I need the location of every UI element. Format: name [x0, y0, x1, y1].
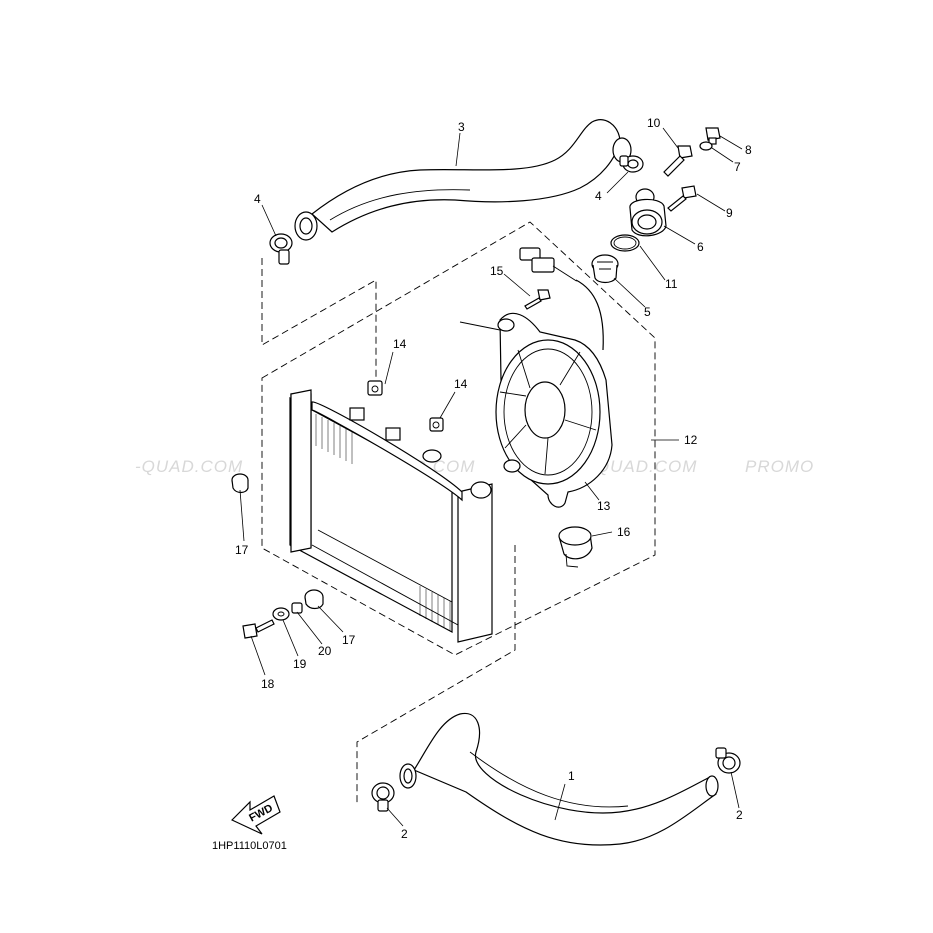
callout-17-left: 17 — [235, 543, 249, 557]
callout-4-left: 4 — [254, 192, 261, 206]
collar-20 — [291, 602, 303, 614]
watermark-text-4: PROMO — [745, 457, 814, 476]
callout-3: 3 — [458, 120, 465, 134]
callout-numbers: 3 4 4 10 8 7 9 6 11 5 15 14 14 12 13 16 … — [235, 116, 752, 841]
lower-radiator-hose — [399, 712, 719, 846]
grommet-17-right — [304, 589, 324, 610]
fwd-arrow: FWD — [230, 795, 281, 835]
callout-4-right: 4 — [595, 189, 602, 203]
callout-7: 7 — [734, 160, 741, 174]
callout-13: 13 — [597, 499, 611, 513]
callout-19: 19 — [293, 657, 307, 671]
callout-2-right: 2 — [736, 808, 743, 822]
clip-14-lower — [429, 417, 444, 432]
washer-19 — [272, 607, 290, 621]
callout-18: 18 — [261, 677, 275, 691]
callout-14-upper: 14 — [393, 337, 407, 351]
callout-16: 16 — [617, 525, 631, 539]
grommet-17-left — [231, 473, 249, 494]
callout-15: 15 — [490, 264, 504, 278]
radiator-fins — [315, 414, 451, 631]
bolt-18 — [242, 619, 275, 639]
callout-2-left: 2 — [401, 827, 408, 841]
assembly-boundary — [261, 221, 656, 656]
hose-clip-2-right — [715, 747, 741, 774]
callout-5: 5 — [644, 305, 651, 319]
callout-20: 20 — [318, 644, 332, 658]
leader-lines — [239, 127, 743, 827]
radiator-bracket — [349, 407, 365, 421]
callout-10: 10 — [647, 116, 661, 130]
watermark-text-1: -QUAD.COM — [135, 457, 243, 476]
bolt-8 — [705, 127, 721, 145]
thermostat — [591, 254, 619, 284]
upper-radiator-hose — [294, 119, 632, 241]
bolt-9 — [667, 185, 697, 212]
hose-clip-2-left — [371, 782, 395, 812]
fan-connector — [519, 247, 604, 351]
clip-14-upper — [367, 380, 383, 396]
radiator-cap — [558, 526, 593, 568]
drawing-code: 1HP1110L0701 — [212, 840, 287, 852]
callout-14-lower: 14 — [454, 377, 468, 391]
radiator — [289, 389, 493, 643]
callout-9: 9 — [726, 206, 733, 220]
watermark: -QUAD.COM PROMO-QUAD.COM PROMO-QUAD.COM … — [135, 457, 814, 476]
o-ring — [610, 234, 640, 252]
callout-12: 12 — [684, 433, 698, 447]
upper-hose-guide — [261, 258, 377, 382]
callout-1: 1 — [568, 769, 575, 783]
o-ring-inner — [613, 236, 637, 250]
callout-8: 8 — [745, 143, 752, 157]
bolt-15 — [524, 289, 551, 310]
hose-clip-4-right — [619, 155, 644, 173]
callout-17-right: 17 — [342, 633, 356, 647]
callout-6: 6 — [697, 240, 704, 254]
fan-assembly — [459, 312, 613, 508]
radiator-bracket-2 — [385, 427, 401, 441]
washer-7 — [699, 141, 713, 151]
callout-11: 11 — [665, 277, 678, 291]
hose-clip-4-left — [269, 233, 293, 265]
bolt-10 — [663, 145, 693, 177]
thermostat-cover — [629, 188, 667, 237]
